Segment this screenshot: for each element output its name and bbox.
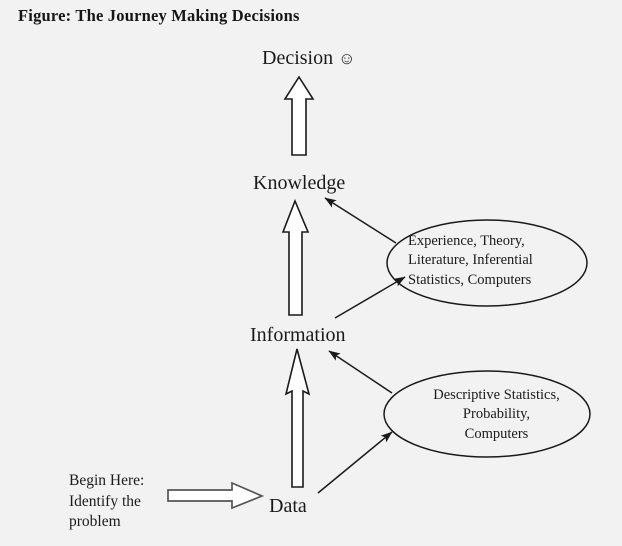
- line-arrow-upper-ellipse-to-knowledge: [324, 197, 397, 244]
- block-arrow-begin-here-to-data: [167, 481, 265, 510]
- node-label-information: Information: [250, 324, 346, 346]
- block-arrow-data-to-information: [284, 348, 311, 488]
- block-arrow-knowledge-to-decision: [283, 75, 315, 156]
- node-label-knowledge: Knowledge: [253, 172, 346, 194]
- node-label-data: Data: [269, 495, 307, 517]
- line-arrow-information-to-upper-ellipse: [334, 276, 406, 319]
- ellipse-upper: [386, 219, 588, 307]
- node-label-decision-text: Decision: [262, 47, 334, 69]
- page-title: Figure: The Journey Making Decisions: [18, 6, 300, 25]
- begin-here-label: Begin Here: Identify the problem: [69, 472, 145, 531]
- line-arrow-lower-ellipse-to-information: [328, 350, 393, 394]
- node-label-decision: Decision☺: [262, 48, 355, 69]
- block-arrow-information-to-knowledge: [281, 198, 310, 316]
- smiley-icon: ☺: [338, 49, 356, 68]
- ellipse-lower: [383, 370, 591, 458]
- line-arrow-data-to-lower-ellipse: [317, 431, 393, 494]
